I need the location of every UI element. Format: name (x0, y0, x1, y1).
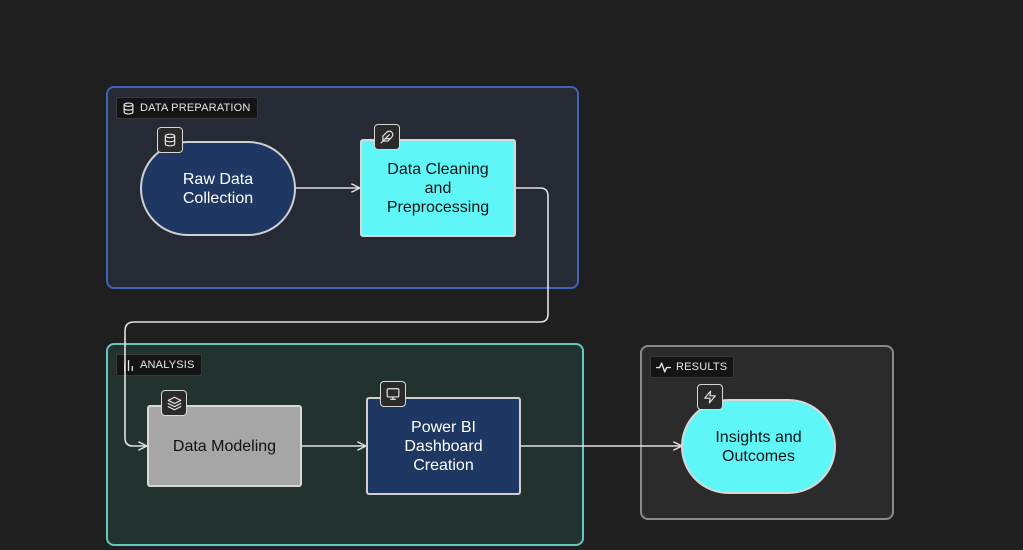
node-insights-outcomes[interactable]: Insights and Outcomes (681, 399, 836, 494)
group-label-results: RESULTS (650, 356, 735, 378)
node-label: Insights and Outcomes (715, 428, 802, 465)
node-data-modeling[interactable]: Data Modeling (147, 405, 302, 487)
node-raw-data-collection[interactable]: Raw Data Collection (140, 141, 296, 236)
node-data-cleaning[interactable]: Data Cleaning and Preprocessing (360, 139, 516, 237)
node-power-bi-dashboard[interactable]: Power BI Dashboard Creation (366, 397, 521, 495)
feather-icon (374, 124, 400, 150)
node-label: Data Cleaning and Preprocessing (386, 160, 490, 216)
group-label-text: ANALYSIS (140, 359, 195, 371)
node-label: Raw Data Collection (182, 170, 254, 207)
database-icon (122, 101, 135, 115)
layers-icon (161, 390, 187, 416)
node-label: Power BI Dashboard Creation (404, 418, 483, 474)
group-label-text: RESULTS (676, 361, 728, 373)
group-label-data-preparation: DATA PREPARATION (116, 97, 258, 119)
database-icon (157, 127, 183, 153)
zap-icon (697, 384, 723, 410)
node-label: Data Modeling (172, 437, 277, 455)
group-label-text: DATA PREPARATION (140, 102, 251, 114)
activity-icon (656, 361, 671, 374)
group-label-analysis: ANALYSIS (116, 354, 202, 376)
monitor-icon (380, 381, 406, 407)
edge-cleaning-to-modeling (124, 187, 549, 446)
